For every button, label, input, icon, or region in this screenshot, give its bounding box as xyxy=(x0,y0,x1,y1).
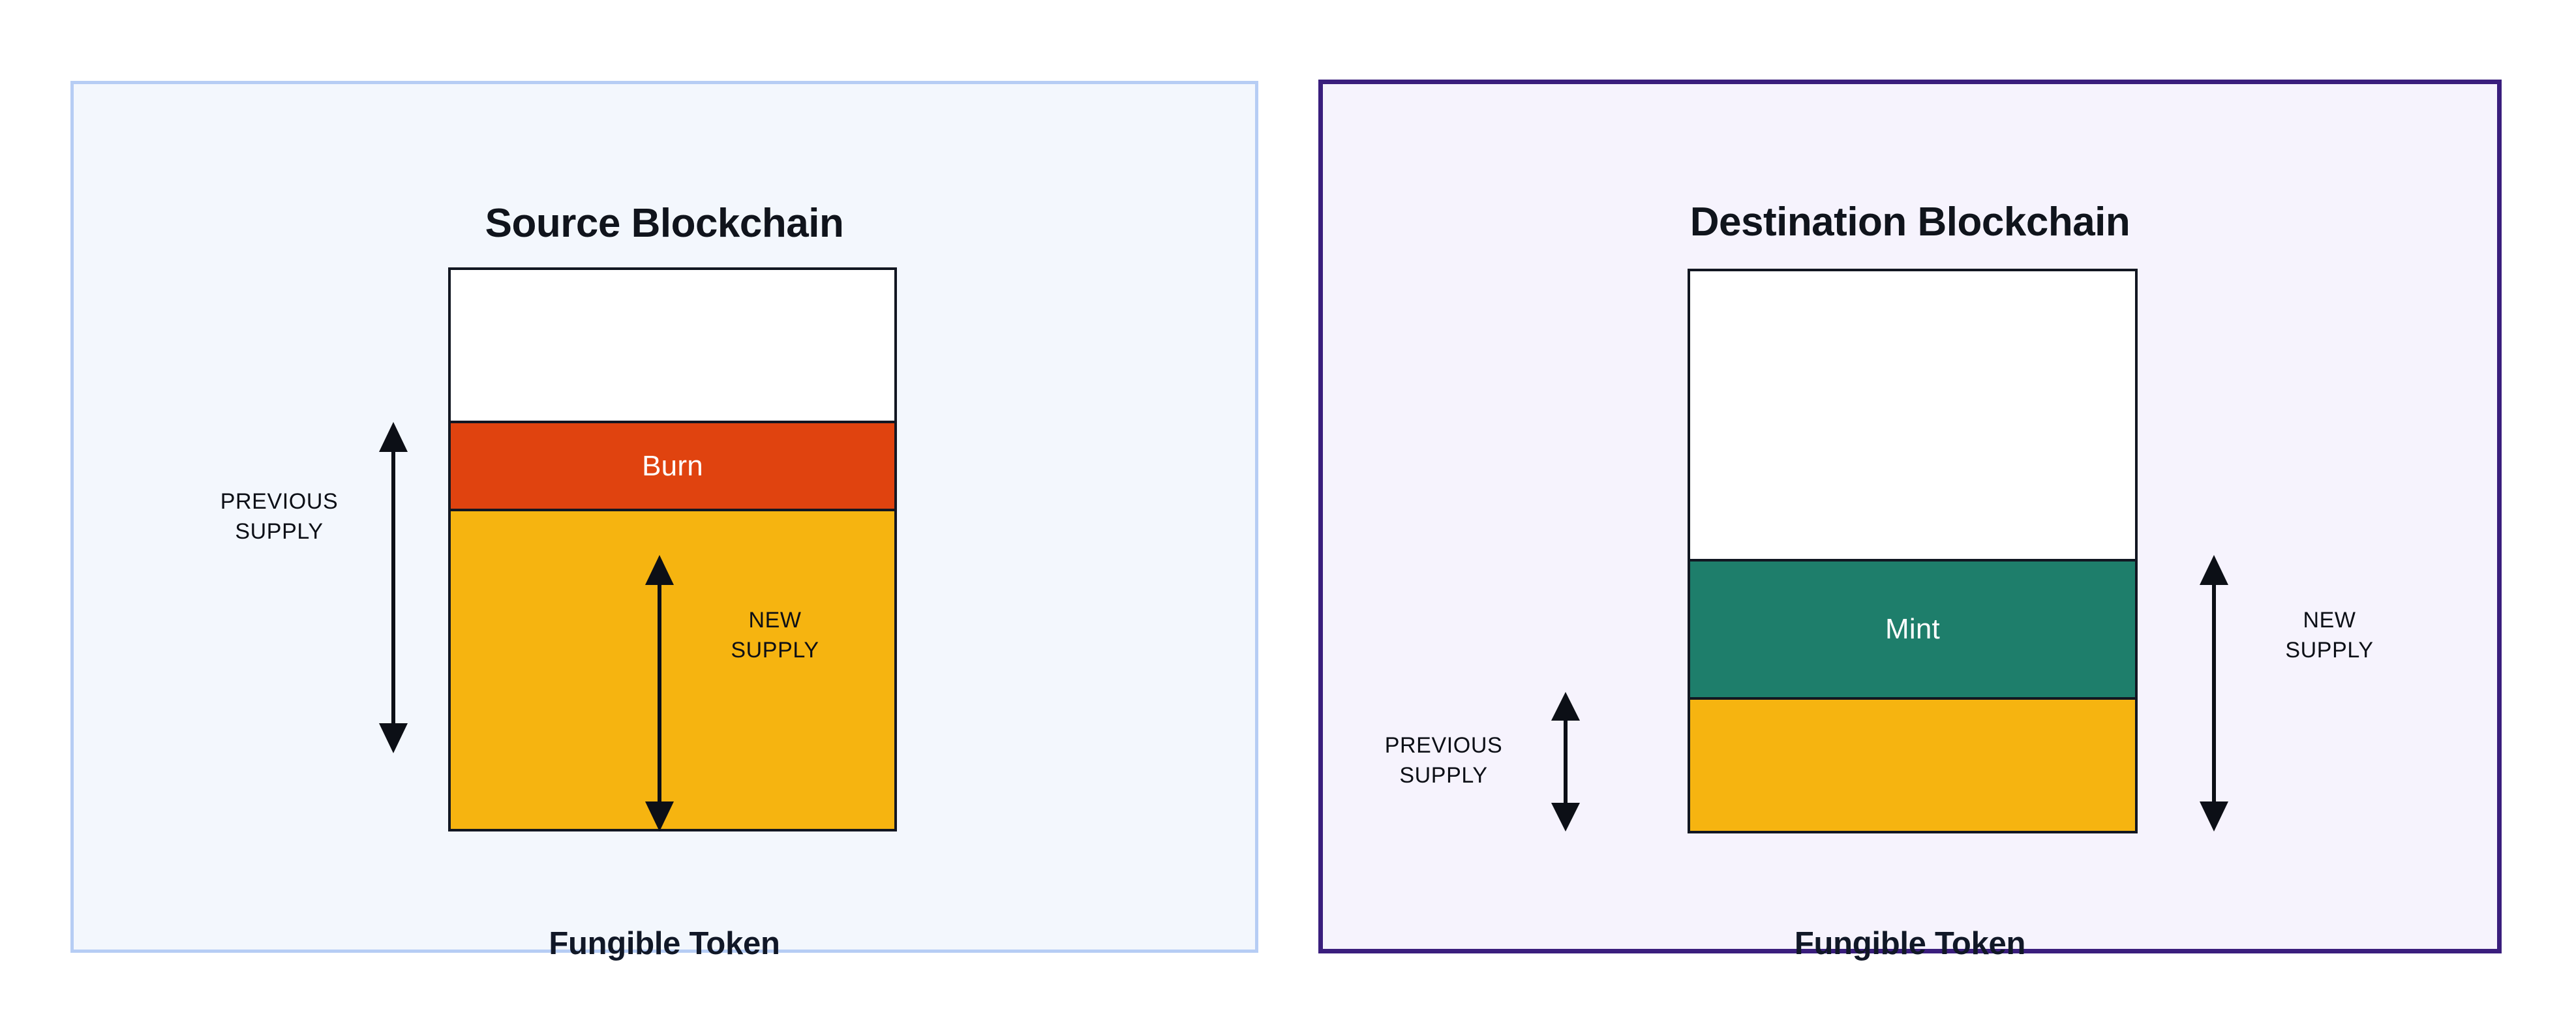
panel-title-destination: Destination Blockchain xyxy=(1690,200,2130,245)
dimension-arrow-new-supply-destination xyxy=(2200,555,2228,831)
bar-segment-headroom-destination xyxy=(1688,269,2138,561)
dimension-label-previous-supply-destination: PREVIOUS SUPPLY xyxy=(1384,733,1503,788)
panel-caption-destination: Fungible Token xyxy=(1794,926,2026,961)
panel-destination-blockchain: Destination Blockchain Mint PREVIOUS SUP… xyxy=(1318,80,2502,961)
panel-title-source: Source Blockchain xyxy=(485,201,844,246)
supply-bar-destination: Mint xyxy=(1688,269,2138,833)
bar-segment-existing-supply-destination xyxy=(1688,697,2138,833)
bar-segment-mint: Mint xyxy=(1688,559,2138,700)
bar-segment-label-burn: Burn xyxy=(642,449,703,482)
dimension-label-new-supply-destination: NEW SUPPLY xyxy=(2285,608,2374,663)
dimension-arrow-new-supply-source xyxy=(645,555,674,831)
dimension-arrow-previous-supply-source xyxy=(379,422,408,753)
panel-source-blockchain: Source Blockchain Burn PREVIOUS SUPPLY xyxy=(70,81,1258,961)
dimension-arrow-previous-supply-destination xyxy=(1551,692,1580,831)
bar-segment-headroom-source xyxy=(448,267,897,423)
bar-segment-existing-supply-source xyxy=(448,509,897,831)
supply-bar-source: Burn xyxy=(448,267,897,831)
bar-segment-burn: Burn xyxy=(448,421,897,511)
dimension-label-new-supply-source: NEW SUPPLY xyxy=(731,608,819,663)
panel-caption-source: Fungible Token xyxy=(549,926,780,961)
bar-segment-label-mint: Mint xyxy=(1885,613,1940,645)
dimension-label-previous-supply-source: PREVIOUS SUPPLY xyxy=(220,489,339,544)
